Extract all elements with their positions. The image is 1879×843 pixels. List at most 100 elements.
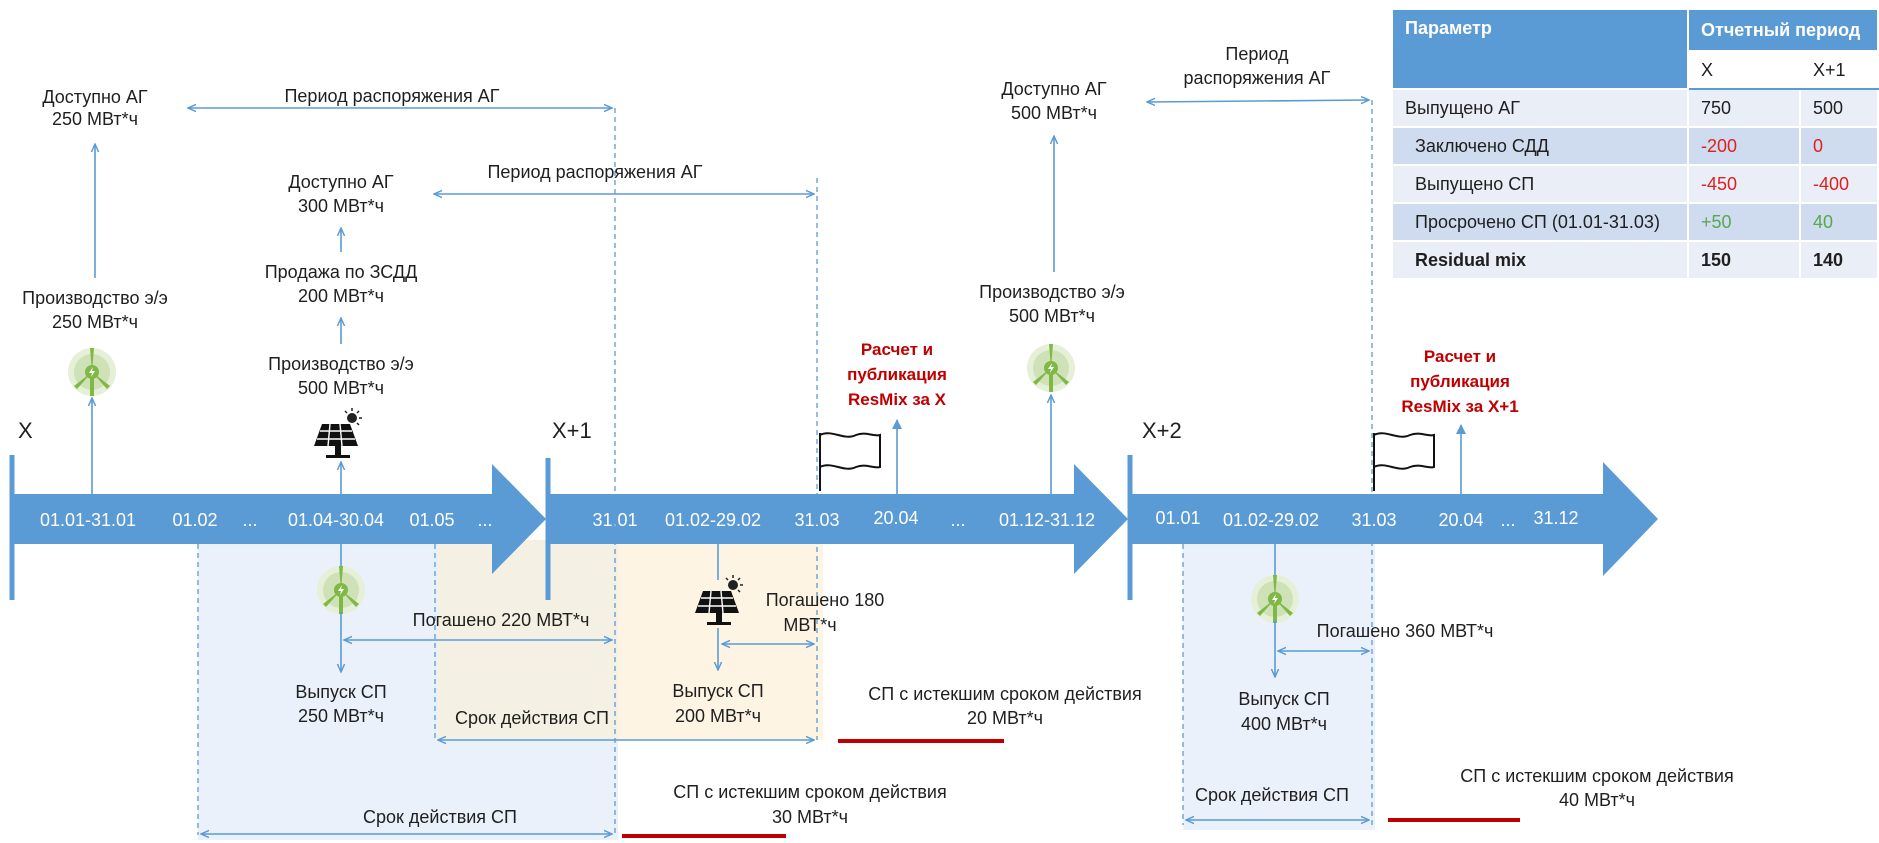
solar-panel-icon [313, 407, 363, 459]
table-row: Заключено СДД -200 0 [1391, 126, 1879, 166]
tick-label: 01.04-30.04 [288, 510, 384, 530]
production-value: 500 МВт*ч [1009, 306, 1095, 326]
wind-turbine-icon [317, 566, 365, 614]
issue-label: Выпуск СП [1238, 689, 1329, 709]
timeline-arrow-x2 [1130, 462, 1658, 576]
row-value-x: 150 [1687, 240, 1801, 280]
tick-label: 31.01 [592, 510, 637, 530]
available-ag-label: Доступно АГ [288, 172, 394, 192]
expired-value: 30 МВт*ч [772, 807, 848, 827]
header-x: X [1687, 50, 1801, 90]
row-label: Заключено СДД [1391, 126, 1689, 166]
expired-value: 40 МВт*ч [1559, 790, 1635, 810]
period-label: Период распоряжения АГ [487, 162, 702, 182]
tick-label: 31.03 [1351, 510, 1396, 530]
production-label: Производство э/э [268, 354, 414, 374]
table-row: Выпущено АГ 750 500 [1391, 88, 1879, 128]
row-value-x1: 40 [1799, 202, 1879, 242]
tick-label: ... [950, 510, 965, 530]
available-ag-label: Доступно АГ [1001, 79, 1107, 99]
resmix-label: публикация [1410, 372, 1510, 391]
marker-x2: X+2 [1142, 418, 1182, 443]
row-label: Выпущено АГ [1391, 88, 1689, 128]
row-value-x1: 0 [1799, 126, 1879, 166]
production-value: 250 МВт*ч [52, 312, 138, 332]
expired-value: 20 МВт*ч [967, 708, 1043, 728]
issue-value: 250 МВт*ч [298, 706, 384, 726]
tick-label: 01.02-29.02 [665, 510, 761, 530]
sale-value: 200 МВт*ч [298, 286, 384, 306]
row-label: Выпущено СП [1391, 164, 1689, 204]
expired-label: СП с истекшим сроком действия [868, 684, 1141, 704]
parameters-table: Параметр Отчетный период X X+1 Выпущено … [1391, 8, 1879, 280]
period-label: Период распоряжения АГ [284, 86, 499, 106]
tick-label: 01.05 [409, 510, 454, 530]
row-value-x: +50 [1687, 202, 1801, 242]
tick-label: 01.02-29.02 [1223, 510, 1319, 530]
table-row: Выпущено СП -450 -400 [1391, 164, 1879, 204]
wind-turbine-icon [68, 348, 116, 396]
row-value-x1: -400 [1799, 164, 1879, 204]
row-value-x: -450 [1687, 164, 1801, 204]
row-value-x1: 500 [1799, 88, 1879, 128]
expired-label: СП с истекшим сроком действия [1460, 766, 1733, 786]
available-ag-value: 300 МВт*ч [298, 196, 384, 216]
row-value-x: 750 [1687, 88, 1801, 128]
flag-icon [1373, 432, 1435, 492]
tick-label: 31.12 [1533, 508, 1578, 528]
header-reporting-period: Отчетный период [1687, 8, 1879, 52]
tick-label: 01.12-31.12 [999, 510, 1095, 530]
row-label: Просрочено СП (01.01-31.03) [1391, 202, 1689, 242]
tick-label: ... [1500, 510, 1515, 530]
tick-label: ... [477, 510, 492, 530]
redeemed-label: Погашено 180 [766, 590, 885, 610]
expired-label: СП с истекшим сроком действия [673, 782, 946, 802]
period-label: распоряжения АГ [1184, 68, 1331, 88]
issue-value: 200 МВт*ч [675, 706, 761, 726]
resmix-label: Расчет и [861, 340, 933, 359]
redeemed-label: Погашено 360 МВТ*ч [1317, 621, 1494, 641]
production-value: 500 МВт*ч [298, 378, 384, 398]
resmix-label: ResMix за X+1 [1401, 397, 1518, 416]
available-ag-value: 250 МВт*ч [52, 109, 138, 129]
validity-label: Срок действия СП [363, 807, 517, 827]
marker-x1: X+1 [552, 418, 592, 443]
row-value-x1: 140 [1799, 240, 1879, 280]
issue-label: Выпуск СП [672, 681, 763, 701]
row-value-x: -200 [1687, 126, 1801, 166]
issue-value: 400 МВт*ч [1241, 714, 1327, 734]
period-label: Период [1225, 44, 1289, 64]
tick-label: 20.04 [1438, 510, 1483, 530]
header-parameter: Параметр [1391, 8, 1689, 90]
row-label: Residual mix [1391, 240, 1689, 280]
resmix-label: ResMix за X [848, 390, 947, 409]
tick-label: 01.02 [172, 510, 217, 530]
tick-label: 20.04 [873, 508, 918, 528]
table-row: Просрочено СП (01.01-31.03) +50 40 [1391, 202, 1879, 242]
wind-turbine-icon [1251, 575, 1299, 623]
flag-icon [819, 432, 881, 492]
production-label: Производство э/э [979, 282, 1125, 302]
production-label: Производство э/э [22, 288, 168, 308]
validity-label: Срок действия СП [1195, 785, 1349, 805]
wind-turbine-icon [1027, 344, 1075, 392]
table-row: Residual mix 150 140 [1391, 240, 1879, 280]
available-ag-label: Доступно АГ [42, 87, 148, 107]
available-ag-value: 500 МВт*ч [1011, 103, 1097, 123]
marker-x: X [18, 418, 33, 443]
timeline-arrow-x [12, 464, 546, 574]
timeline-arrow-x1 [548, 464, 1128, 574]
resmix-label: публикация [847, 365, 947, 384]
redeemed-label: МВТ*ч [783, 615, 836, 635]
validity-label: Срок действия СП [455, 708, 609, 728]
period-arrow [1147, 100, 1369, 102]
tick-label: ... [242, 510, 257, 530]
tick-label: 01.01 [1155, 508, 1200, 528]
redeemed-label: Погашено 220 МВТ*ч [413, 610, 590, 630]
resmix-label: Расчет и [1424, 347, 1496, 366]
sale-label: Продажа по ЗСДД [265, 262, 418, 282]
header-x1: X+1 [1799, 50, 1879, 90]
issue-label: Выпуск СП [295, 682, 386, 702]
tick-label: 01.01-31.01 [40, 510, 136, 530]
